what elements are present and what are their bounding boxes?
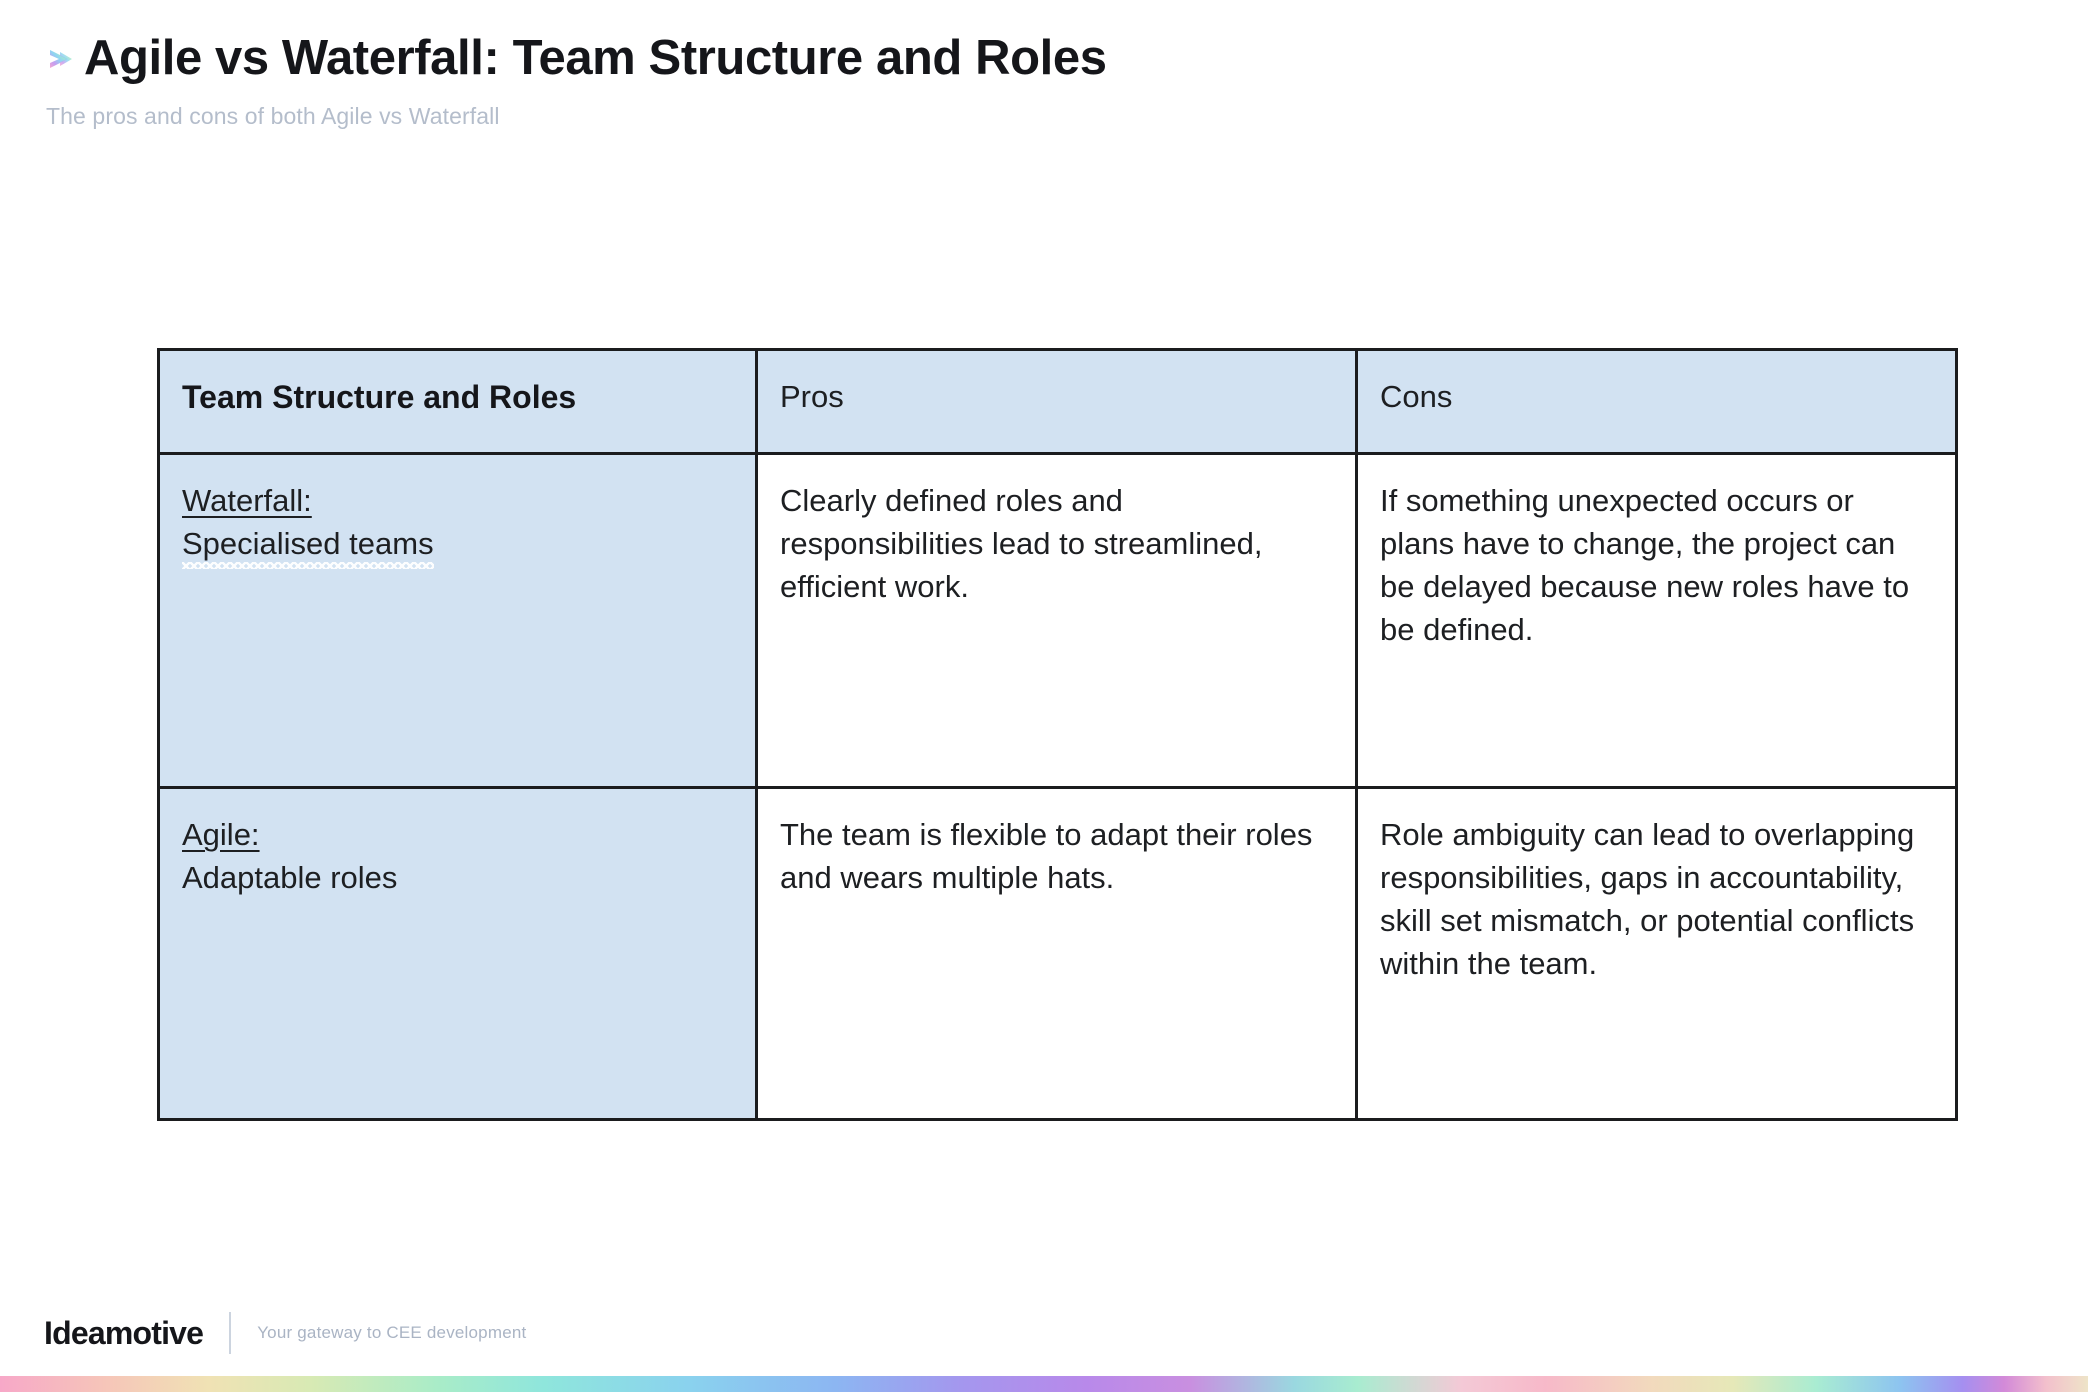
title-row: Agile vs Waterfall: Team Structure and R… bbox=[44, 31, 2004, 86]
ideamotive-logo: Ideamotive bbox=[44, 1314, 204, 1351]
footer-tagline: Your gateway to CEE development bbox=[257, 1323, 527, 1342]
row-label-agile: Agile: Adaptable roles bbox=[157, 786, 758, 1121]
slide-footer: Ideamotive Your gateway to CEE developme… bbox=[44, 1312, 526, 1354]
chevron-right-gradient-icon bbox=[50, 49, 72, 68]
row-term: Waterfall: bbox=[182, 483, 312, 518]
row-term: Agile: bbox=[182, 817, 260, 852]
table-body: Waterfall: Specialised teams Clearly def… bbox=[157, 452, 1958, 1121]
row-cons-agile: Role ambiguity can lead to overlapping r… bbox=[1355, 786, 1958, 1121]
comparison-table: Team Structure and Roles Pros Cons Water… bbox=[157, 348, 1958, 1121]
row-term-detail: Adaptable roles bbox=[182, 860, 398, 896]
bottom-gradient-bar bbox=[0, 1376, 2088, 1392]
table-row: Agile: Adaptable roles The team is flexi… bbox=[157, 786, 1958, 1121]
column-header-team-structure-and-roles: Team Structure and Roles bbox=[157, 348, 758, 455]
slide-header: Agile vs Waterfall: Team Structure and R… bbox=[44, 31, 2004, 130]
row-label-waterfall: Waterfall: Specialised teams bbox=[157, 452, 758, 789]
column-header-pros: Pros bbox=[755, 348, 1358, 455]
table-row: Waterfall: Specialised teams Clearly def… bbox=[157, 452, 1958, 789]
page-title: Agile vs Waterfall: Team Structure and R… bbox=[84, 31, 1107, 85]
table-header-row: Team Structure and Roles Pros Cons bbox=[157, 348, 1958, 455]
page-subtitle: The pros and cons of both Agile vs Water… bbox=[46, 102, 500, 129]
row-pros-agile: The team is flexible to adapt their role… bbox=[755, 786, 1358, 1121]
row-cons-waterfall: If something unexpected occurs or plans … bbox=[1355, 452, 1958, 789]
comparison-table-container: Team Structure and Roles Pros Cons Water… bbox=[157, 348, 1958, 1121]
footer-divider bbox=[229, 1312, 232, 1354]
column-header-cons: Cons bbox=[1355, 348, 1958, 455]
row-pros-waterfall: Clearly defined roles and responsibiliti… bbox=[755, 452, 1358, 789]
row-term-detail: Specialised teams bbox=[182, 522, 733, 570]
table-header: Team Structure and Roles Pros Cons bbox=[157, 348, 1958, 455]
